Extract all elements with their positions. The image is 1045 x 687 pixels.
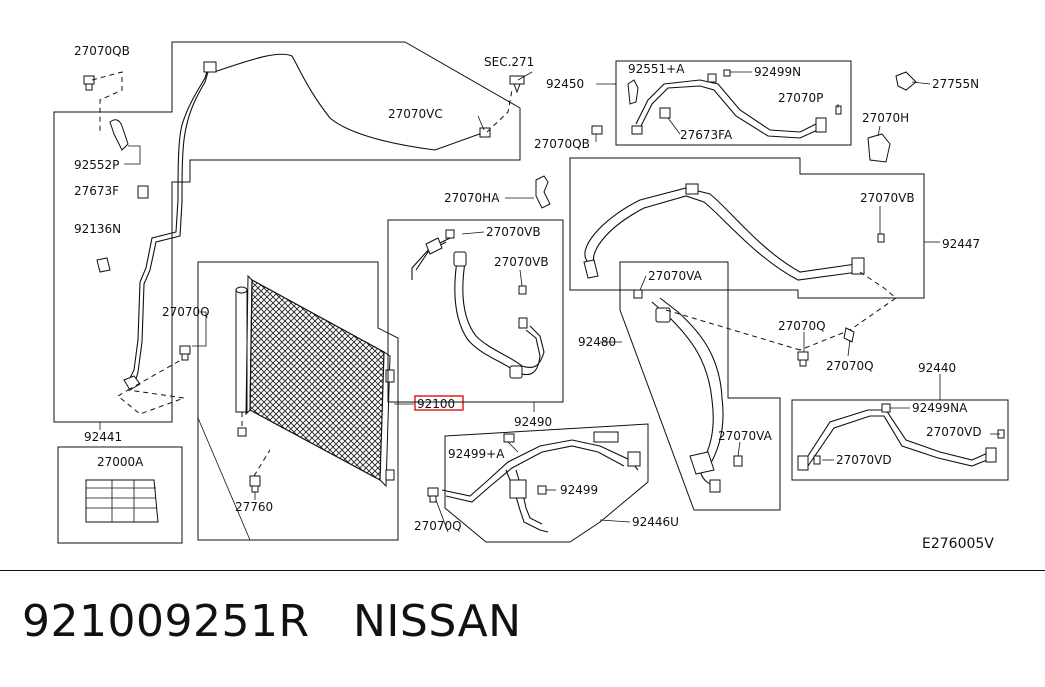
o-ring — [518, 285, 528, 329]
diagram-id: E276005V — [922, 536, 994, 552]
group-92100-condenser — [179, 261, 464, 541]
label-27070Q[interactable]: 27070Q — [414, 519, 462, 533]
caption-text: 921009251R NISSAN — [22, 596, 522, 647]
label-27070QB[interactable]: 27070QB — [74, 44, 130, 58]
label-27070VD[interactable]: 27070VD — [926, 425, 982, 439]
pipe-end-fitting — [123, 375, 141, 391]
label-27070VA[interactable]: 27070VA — [718, 429, 773, 443]
caption-bar — [0, 570, 1045, 687]
label-27070P[interactable]: 27070P — [778, 91, 823, 105]
condenser-core[interactable] — [249, 278, 385, 481]
receiver-drier — [235, 289, 248, 413]
sensor-27755N — [895, 71, 917, 91]
leader-lines — [254, 71, 1000, 533]
o-ring-27070VA — [633, 289, 643, 299]
hose-fitting — [425, 229, 455, 255]
brand-name: NISSAN — [353, 596, 522, 647]
label-92490[interactable]: 92490 — [514, 415, 552, 429]
label-27070VB[interactable]: 27070VB — [486, 225, 541, 239]
part-number: 921009251R — [22, 596, 310, 647]
plug-27760 — [249, 475, 261, 493]
hose-fitting — [593, 431, 641, 467]
bolt-27070Q — [797, 351, 809, 367]
grommet-27673FA — [659, 107, 671, 119]
bolt-27070Q — [427, 487, 439, 503]
label-27000A[interactable]: 27000A — [97, 455, 144, 469]
o-ring-92499A — [503, 433, 515, 443]
label-92446U[interactable]: 92446U — [632, 515, 679, 529]
label-92441[interactable]: 92441 — [84, 430, 122, 444]
label-92552P[interactable]: 92552P — [74, 158, 119, 172]
pipe-end-fitting — [479, 127, 491, 138]
connector-sec271 — [509, 75, 525, 94]
group-92441 — [53, 41, 521, 430]
clip-92551A — [627, 79, 639, 105]
label-92480[interactable]: 92480 — [578, 335, 616, 349]
group-92440 — [791, 399, 1009, 481]
o-ring — [709, 455, 743, 493]
group-92450 — [591, 60, 852, 146]
fitting — [985, 429, 1005, 463]
bracket-27070H — [867, 133, 891, 163]
bolt-27070QB — [83, 75, 95, 91]
group-27000A — [57, 446, 183, 544]
label-plate-27000A — [85, 479, 159, 523]
block-fitting — [509, 479, 527, 499]
label-27070VA[interactable]: 27070VA — [648, 269, 703, 283]
label-27070VB[interactable]: 27070VB — [860, 191, 915, 205]
label-92499A[interactable]: 92499+A — [448, 447, 505, 461]
label-27673F[interactable]: 27673F — [74, 184, 119, 198]
label-27070Q[interactable]: 27070Q — [162, 305, 210, 319]
label-92499[interactable]: 92499 — [560, 483, 598, 497]
cap-92136N — [96, 257, 111, 273]
label-27755N[interactable]: 27755N — [932, 77, 979, 91]
label-27760[interactable]: 27760 — [235, 500, 273, 514]
fitting — [851, 233, 885, 275]
label-sec271[interactable]: SEC.271 — [484, 55, 534, 69]
clip-92552P — [109, 119, 129, 151]
highlight-box-92100[interactable] — [414, 395, 464, 411]
o-ring-92499 — [537, 485, 547, 495]
group-92447 — [569, 157, 925, 351]
o-ring-92499NA — [881, 403, 891, 413]
group-92480 — [619, 261, 801, 511]
group-92490 — [387, 219, 564, 403]
label-27070VD[interactable]: 27070VD — [836, 453, 892, 467]
bolt-27070Q — [843, 327, 855, 343]
part-labels: 27070QB 92552P 27673F 92136N 27070Q 9244… — [74, 44, 994, 552]
label-92450[interactable]: 92450 — [546, 77, 584, 91]
ac-parts-diagram: 27070QB 92552P 27673F 92136N 27070Q 9244… — [53, 41, 1009, 552]
label-27070H[interactable]: 27070H — [862, 111, 909, 125]
label-92447[interactable]: 92447 — [942, 237, 980, 251]
label-92440[interactable]: 92440 — [918, 361, 956, 375]
label-92499N[interactable]: 92499N — [754, 65, 801, 79]
bolt-27070Q — [179, 345, 191, 361]
label-27673FA[interactable]: 27673FA — [680, 128, 733, 142]
grommet-27673F — [137, 185, 149, 199]
bolt-27070QB — [591, 125, 603, 135]
label-27070VB[interactable]: 27070VB — [494, 255, 549, 269]
label-92551A[interactable]: 92551+A — [628, 62, 685, 76]
bracket-27070HA — [535, 175, 551, 209]
group-92446U — [427, 423, 649, 543]
fitting — [707, 69, 731, 83]
pipe-end-fitting — [203, 61, 217, 73]
label-92499NA[interactable]: 92499NA — [912, 401, 968, 415]
hose-fitting — [689, 451, 715, 475]
hose-fitting — [583, 259, 599, 279]
hose-fitting — [797, 455, 809, 471]
label-92100[interactable]: 92100 — [417, 397, 455, 411]
label-92136N[interactable]: 92136N — [74, 222, 121, 236]
o-ring-27070VD — [813, 455, 821, 465]
label-27070VC[interactable]: 27070VC — [388, 107, 443, 121]
label-27070Q[interactable]: 27070Q — [778, 319, 826, 333]
drier-plug — [237, 427, 247, 437]
label-27070QB[interactable]: 27070QB — [534, 137, 590, 151]
fitting — [815, 105, 842, 133]
label-27070HA[interactable]: 27070HA — [444, 191, 500, 205]
label-27070Q[interactable]: 27070Q — [826, 359, 874, 373]
